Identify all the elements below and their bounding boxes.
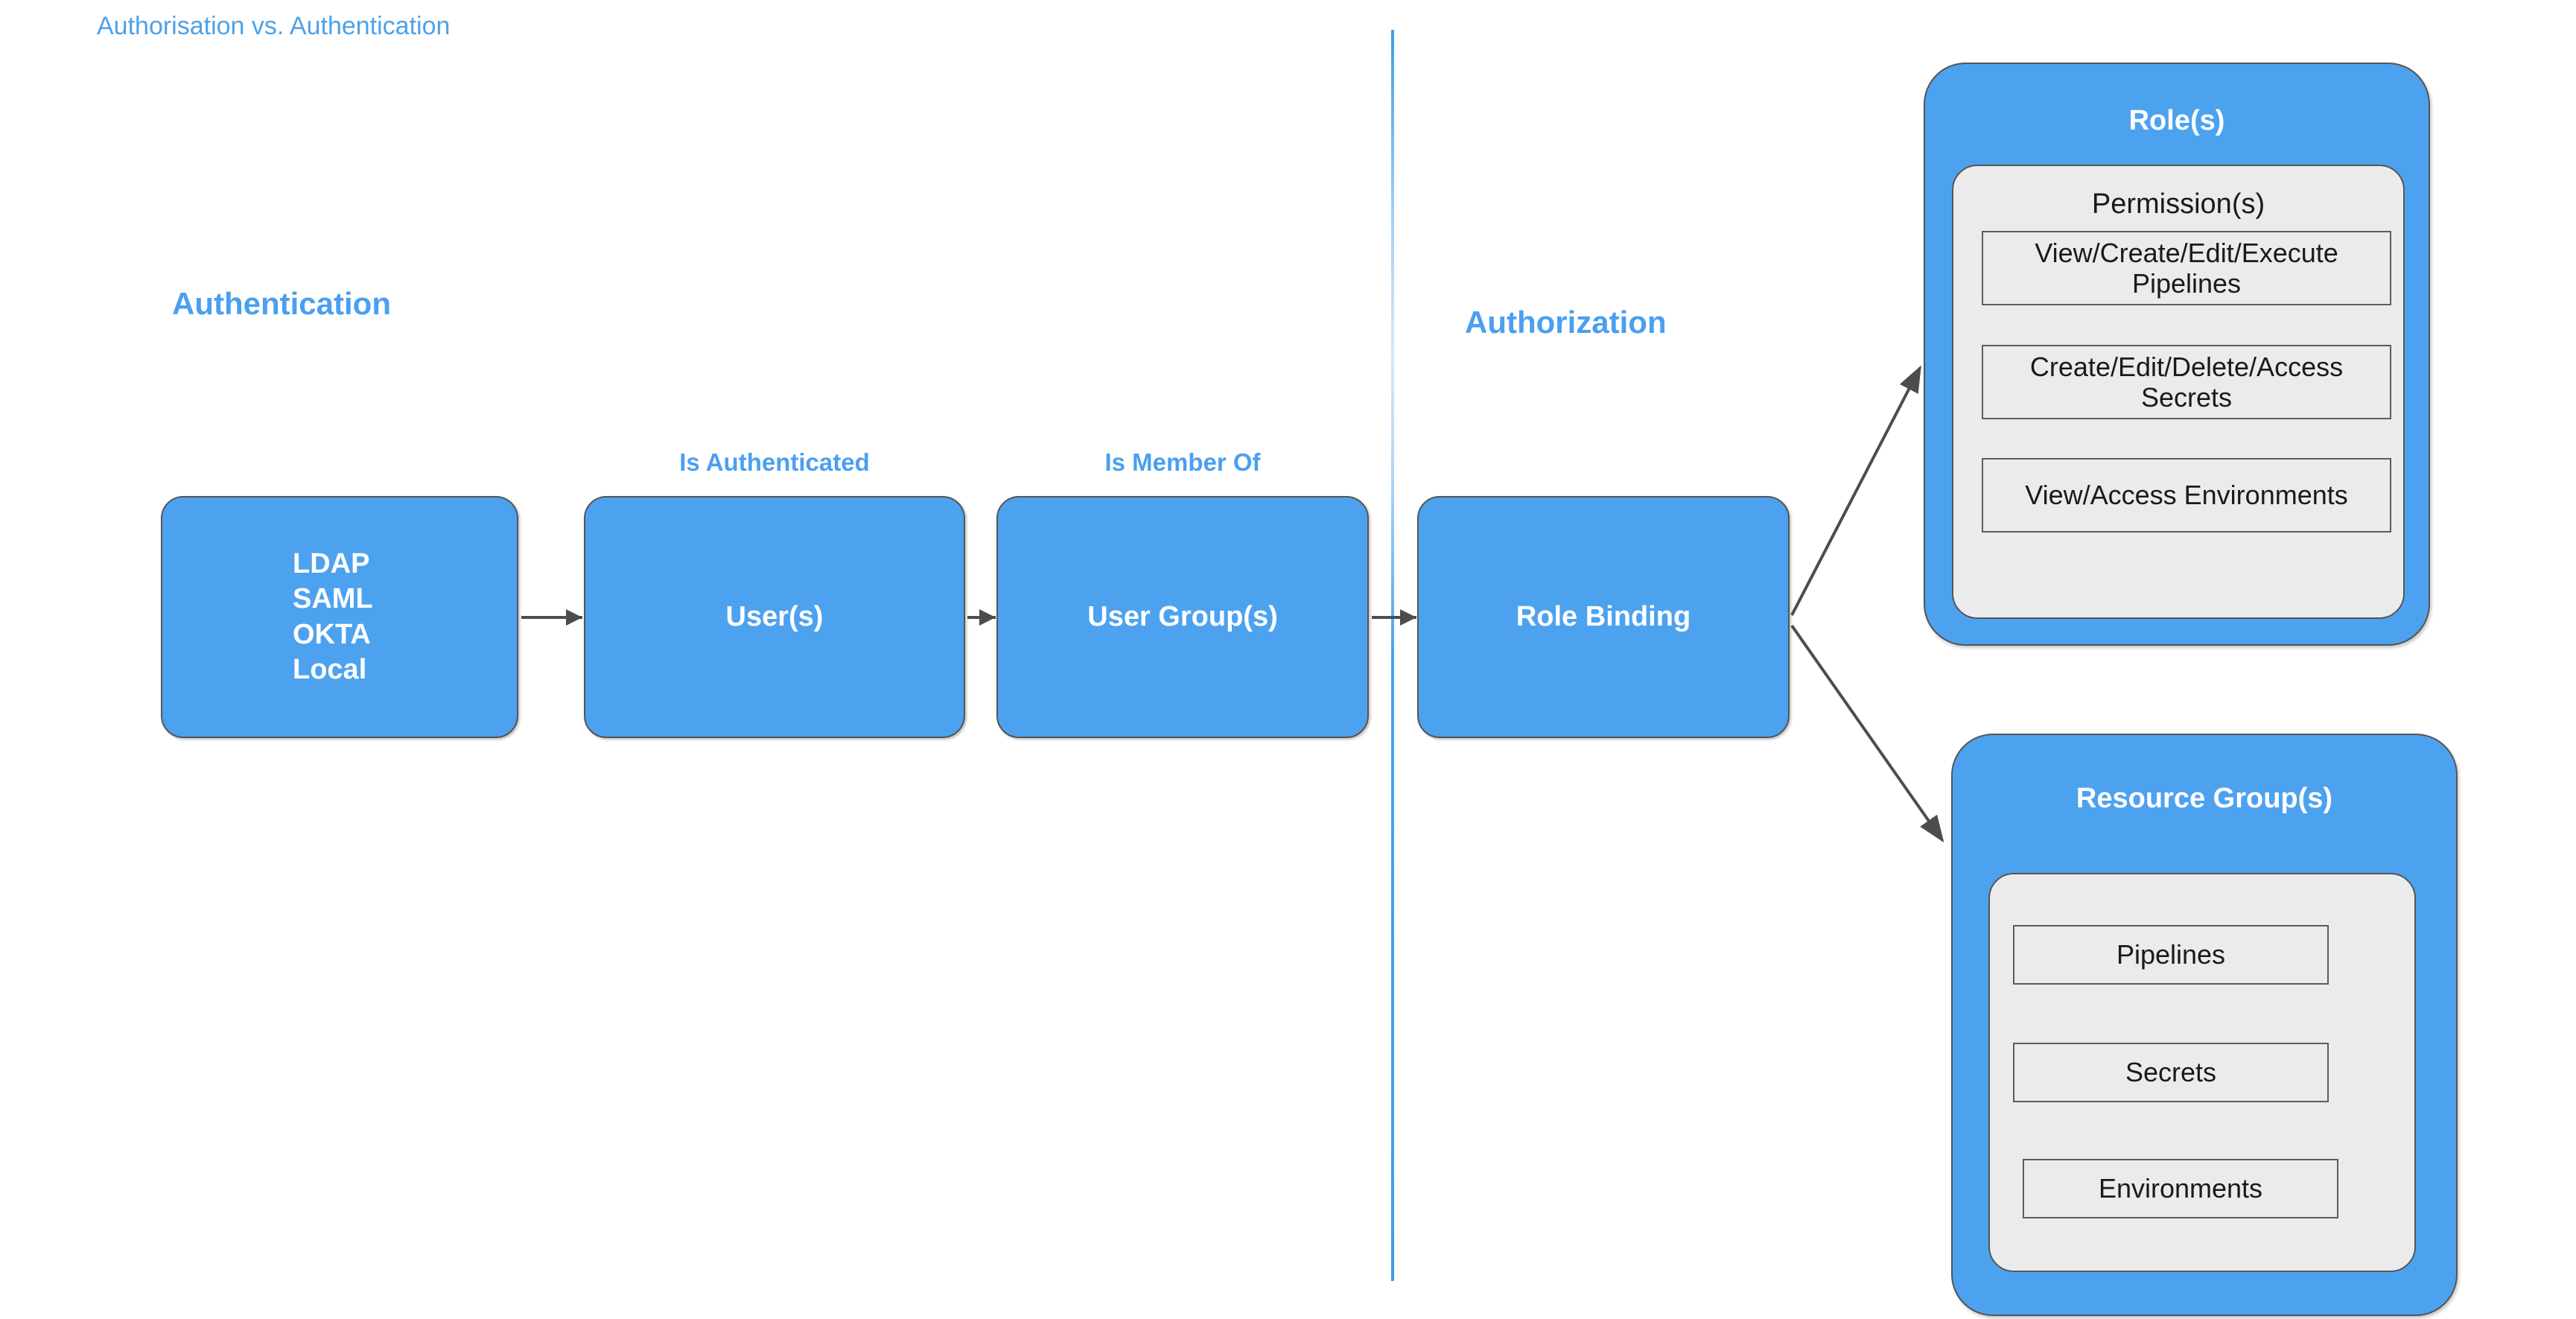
flow-box-role-binding-label: Role Binding bbox=[1516, 600, 1691, 632]
page-title: Authorisation vs. Authentication bbox=[97, 12, 451, 40]
section-divider-line bbox=[1391, 30, 1394, 1281]
arrow-shaft bbox=[521, 616, 582, 619]
arrow-head-icon bbox=[566, 609, 582, 626]
flow-box-user-groups-label: User Group(s) bbox=[1087, 600, 1278, 632]
arrow-role-binding-to-roles bbox=[1790, 365, 1921, 616]
permission-item[interactable]: View/Access Environments bbox=[1982, 458, 2391, 533]
arrow-head-icon bbox=[1400, 609, 1416, 626]
flow-box-users-label: User(s) bbox=[725, 600, 824, 632]
identity-providers-lines: LDAP SAML OKTA Local bbox=[162, 547, 517, 688]
identity-line-local: Local bbox=[293, 654, 367, 685]
arrow-role-binding-to-resource-groups bbox=[1790, 624, 1944, 843]
identity-line-ldap: LDAP bbox=[293, 547, 370, 579]
flow-label-is-authenticated: Is Authenticated bbox=[679, 448, 870, 476]
permissions-label: Permission(s) bbox=[2091, 188, 2265, 220]
permissions-container: Permission(s) View/Create/Edit/Execute P… bbox=[1952, 165, 2405, 619]
resource-item[interactable]: Environments bbox=[2023, 1159, 2338, 1218]
panel-resource-groups-title: Resource Group(s) bbox=[2076, 783, 2333, 814]
permission-item[interactable]: Create/Edit/Delete/Access Secrets bbox=[1982, 345, 2391, 419]
flow-box-users[interactable]: User(s) bbox=[584, 496, 965, 738]
identity-line-saml: SAML bbox=[293, 583, 373, 614]
section-heading-authentication: Authentication bbox=[172, 286, 391, 321]
arrow-head-icon bbox=[979, 609, 996, 626]
panel-roles[interactable]: Role(s) Permission(s) View/Create/Edit/E… bbox=[1924, 63, 2430, 646]
flow-box-user-groups[interactable]: User Group(s) bbox=[996, 496, 1369, 738]
permission-item[interactable]: View/Create/Edit/Execute Pipelines bbox=[1982, 231, 2391, 305]
arrow-identity-to-users bbox=[521, 609, 582, 626]
flow-box-identity-providers[interactable]: LDAP SAML OKTA Local bbox=[161, 496, 518, 738]
section-heading-authorization: Authorization bbox=[1465, 305, 1667, 340]
identity-line-okta: OKTA bbox=[293, 618, 371, 650]
flow-label-is-member-of: Is Member Of bbox=[1104, 448, 1261, 476]
panel-resource-groups[interactable]: Resource Group(s) Pipelines Secrets Envi… bbox=[1951, 734, 2458, 1316]
arrow-user-groups-to-role-binding bbox=[1372, 609, 1416, 626]
resource-item[interactable]: Pipelines bbox=[2013, 925, 2329, 985]
arrow-users-to-user-groups bbox=[967, 609, 996, 626]
flow-box-role-binding[interactable]: Role Binding bbox=[1417, 496, 1790, 738]
resource-item[interactable]: Secrets bbox=[2013, 1043, 2329, 1102]
arrow-shaft bbox=[1372, 616, 1416, 619]
resources-container: Pipelines Secrets Environments bbox=[1988, 873, 2416, 1272]
panel-roles-title: Role(s) bbox=[2128, 105, 2225, 136]
